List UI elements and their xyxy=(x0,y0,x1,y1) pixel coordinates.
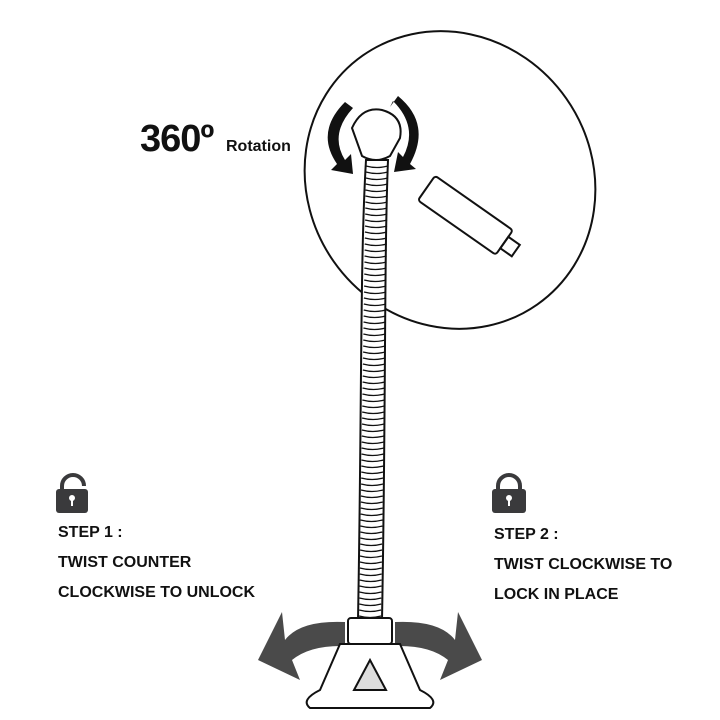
step-2-line-2: LOCK IN PLACE xyxy=(494,586,619,603)
coil-ring xyxy=(359,585,382,589)
coil-ring xyxy=(364,267,387,271)
coil-ring xyxy=(362,363,386,367)
mirror-disc xyxy=(303,30,597,330)
coil-ring xyxy=(361,447,384,451)
coil-ring xyxy=(364,237,387,241)
coil-ring xyxy=(361,465,384,469)
battery-compartment xyxy=(418,175,522,258)
coil-ring xyxy=(363,327,386,331)
coil-ring xyxy=(359,555,383,559)
step-1-line-1: TWIST COUNTER xyxy=(58,554,192,571)
coil-ring xyxy=(364,273,387,277)
coil-ring xyxy=(362,345,386,349)
coil-ring xyxy=(361,441,384,445)
coil-ring xyxy=(360,477,384,481)
coil-ring xyxy=(360,483,384,487)
coil-ring xyxy=(360,495,384,499)
coil-ring xyxy=(365,183,388,187)
rotation-arrows-icon xyxy=(327,96,419,174)
coil-ring xyxy=(359,549,383,553)
coil-ring xyxy=(361,471,384,475)
coil-ring xyxy=(359,603,382,607)
coil-ring xyxy=(363,333,386,337)
coil-ring xyxy=(364,255,387,259)
coil-ring xyxy=(359,597,382,601)
coil-ring xyxy=(362,393,385,397)
coil-ring xyxy=(365,195,388,199)
coil-ring xyxy=(362,357,386,361)
coil-ring xyxy=(359,543,383,547)
coil-ring xyxy=(362,387,385,391)
coil-ring xyxy=(361,429,385,433)
coil-ring xyxy=(364,261,387,265)
coil-ring xyxy=(365,165,389,169)
coil-ring xyxy=(360,507,383,511)
step-2-instructions: STEP 2 : TWIST CLOCKWISE TO LOCK IN PLAC… xyxy=(494,520,672,610)
coil-ring xyxy=(363,315,386,319)
coil-ring xyxy=(363,285,387,289)
coil-ring xyxy=(365,213,388,217)
locked-padlock-icon xyxy=(492,473,526,513)
rotation-label: Rotation xyxy=(226,138,291,155)
coil-ring xyxy=(362,351,386,355)
coil-ring xyxy=(365,171,388,175)
coil-ring xyxy=(361,411,385,415)
rotation-degrees: 360º xyxy=(140,118,214,160)
step-1-title: STEP 1 : xyxy=(58,524,123,541)
coil-ring xyxy=(361,453,384,457)
coil-ring xyxy=(361,435,384,439)
coil-ring xyxy=(360,489,384,493)
coil-ring xyxy=(363,297,387,301)
coil-ring xyxy=(361,423,385,427)
coil-ring xyxy=(360,537,383,541)
suction-base xyxy=(305,617,435,709)
coil-ring xyxy=(363,321,386,325)
step-1-line-2: CLOCKWISE TO UNLOCK xyxy=(58,584,256,601)
coil-ring xyxy=(359,591,382,595)
coil-ring xyxy=(361,459,384,463)
gooseneck-arm xyxy=(356,159,390,621)
coil-ring xyxy=(361,417,385,421)
coil-ring xyxy=(362,381,385,385)
step-1-instructions: STEP 1 : TWIST COUNTER CLOCKWISE TO UNLO… xyxy=(58,518,255,608)
coil-ring xyxy=(360,501,383,505)
coil-ring xyxy=(360,525,383,529)
coil-ring xyxy=(360,513,383,517)
coil-ring xyxy=(359,573,382,577)
twist-arrows-icon xyxy=(258,612,482,680)
coil-ring xyxy=(364,249,387,253)
mirror-joint xyxy=(350,108,402,161)
step-2-title: STEP 2 : xyxy=(494,526,559,543)
coil-ring xyxy=(359,579,382,583)
coil-ring xyxy=(365,177,388,181)
coil-ring xyxy=(358,609,382,613)
coil-ring xyxy=(359,567,382,571)
step-2-line-1: TWIST CLOCKWISE TO xyxy=(494,556,673,573)
coil-ring xyxy=(364,231,388,235)
coil-ring xyxy=(364,279,387,283)
coil-ring xyxy=(362,399,385,403)
coil-ring xyxy=(363,339,386,343)
coil-ring xyxy=(362,375,385,379)
coil-ring xyxy=(362,405,385,409)
coil-ring xyxy=(364,219,388,223)
coil-ring xyxy=(363,309,386,313)
coil-ring xyxy=(362,369,385,373)
coil-ring xyxy=(360,531,383,535)
coil-ring xyxy=(359,561,383,565)
coil-ring xyxy=(364,225,388,229)
coil-ring xyxy=(364,243,387,247)
coil-ring xyxy=(365,201,388,205)
unlocked-padlock-icon xyxy=(56,473,88,513)
coil-ring xyxy=(363,303,386,307)
coil-ring xyxy=(365,207,388,211)
coil-ring xyxy=(363,291,387,295)
coil-ring xyxy=(365,189,388,193)
coil-ring xyxy=(360,519,383,523)
